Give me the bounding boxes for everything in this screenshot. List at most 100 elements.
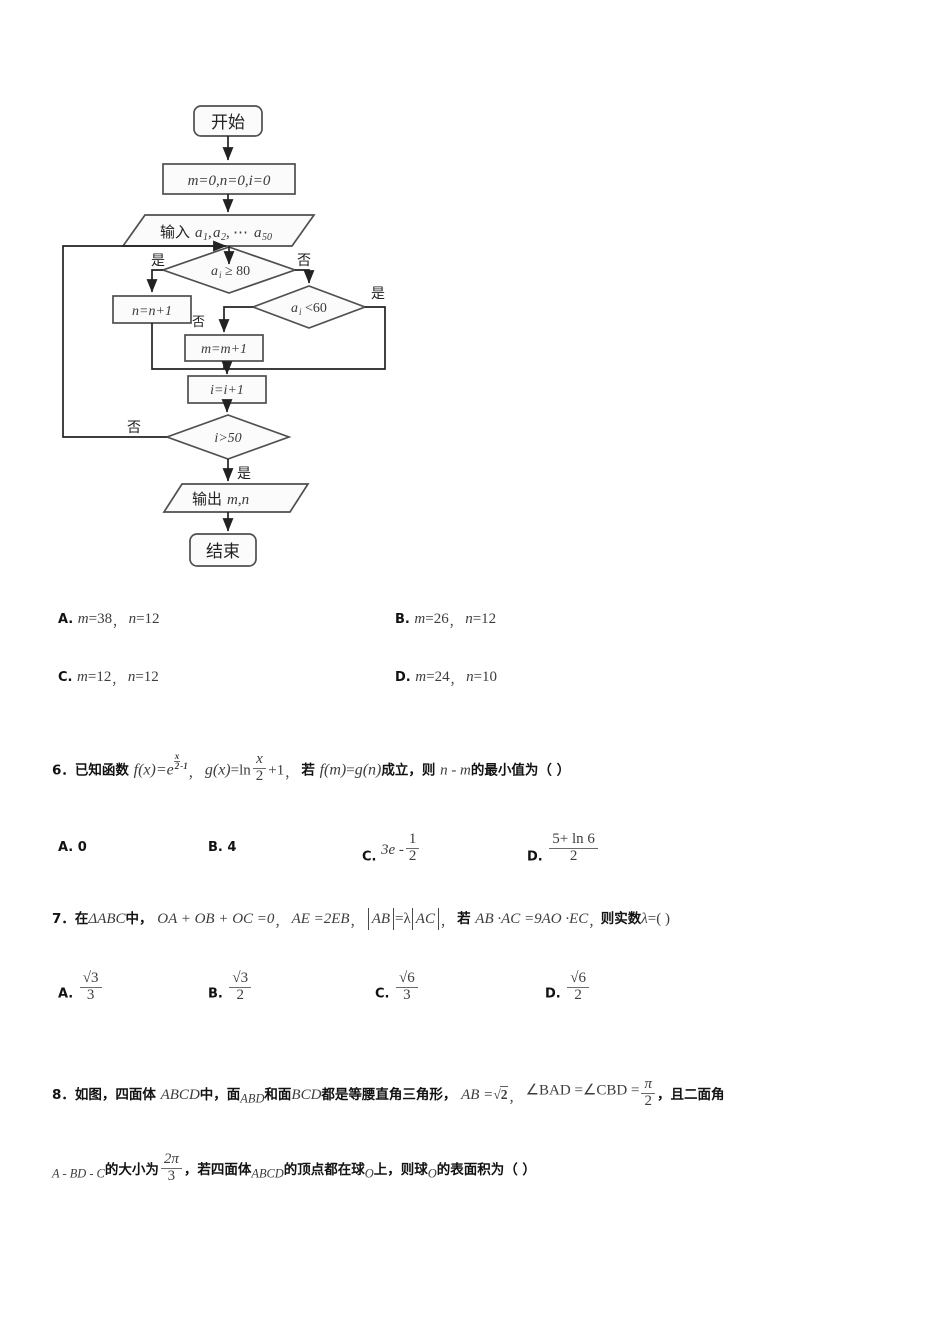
q7-option-b-den: 2 <box>236 986 245 1003</box>
q5-option-b[interactable]: B. m=26， n=12 <box>395 611 496 630</box>
flow-edge-d2-yes <box>229 306 386 370</box>
flow-edge-n-merge <box>151 323 229 370</box>
q7-abs-ac-text: AC <box>415 911 435 927</box>
q5-option-d-n-var: n <box>466 669 474 685</box>
q8-dihedral-den: 3 <box>167 1167 176 1184</box>
q7-option-b-label: B. <box>208 986 223 1002</box>
flowchart-figure: 开始 m=0,n=0,i=0 输入 a 1 , a 2 , ⋯ a 50 a i… <box>55 88 475 578</box>
svg-text:i: i <box>299 307 302 317</box>
q7-expr-3: AB ·AC =9AO ·EC <box>475 911 589 927</box>
q8-line2-part-2: ，若四面体 <box>183 1162 252 1179</box>
q8-face-abd: ABD <box>240 1091 265 1106</box>
q7-option-c-num: √6 <box>396 970 418 988</box>
q7-option-a-den: 3 <box>86 986 95 1003</box>
q5-option-a-label: A. <box>58 612 74 627</box>
q6-f-eq: =e <box>155 761 174 779</box>
svg-text:<60: <60 <box>305 301 327 316</box>
q7-comma-1: ， <box>274 915 287 930</box>
svg-text:a: a <box>195 225 203 241</box>
q5-option-a[interactable]: A. m=38， n=12 <box>58 611 160 630</box>
q6-g-arg: (x) <box>212 761 231 779</box>
q7-abs-eq: =λ <box>395 911 411 927</box>
flow-label-m-increment: m=m+1 <box>201 342 247 357</box>
svg-text:≥ 80: ≥ 80 <box>225 264 250 279</box>
q6-comma-2: ， <box>284 766 297 781</box>
flow-label-i-increment: i=i+1 <box>210 383 244 398</box>
q8-number: 8． <box>52 1087 75 1104</box>
q5-option-d-m-val: =24 <box>426 669 450 685</box>
q8-angle-num: π <box>641 1076 655 1094</box>
svg-text:输出: 输出 <box>192 490 222 508</box>
q8-face-bcd: BCD <box>291 1087 322 1104</box>
flow-label-decision3: i>50 <box>214 431 241 446</box>
svg-text:a: a <box>254 225 262 241</box>
q8-ab-radicand: 2 <box>499 1086 509 1103</box>
q7-comma-3: ， <box>439 915 453 930</box>
q8-line2-part-4: 上，则球 <box>373 1162 428 1179</box>
svg-text:⋯: ⋯ <box>233 225 248 241</box>
q6-g-frac-den: 2 <box>255 768 264 785</box>
svg-text:,: , <box>226 225 230 241</box>
q6-option-a[interactable]: A. 0 <box>58 840 87 855</box>
q7-part-2: 中， <box>125 911 153 927</box>
q6-option-d-num: 5+ ln 6 <box>549 831 598 849</box>
q8-ab-eq: AB = <box>461 1087 494 1104</box>
q5-option-b-n-val: =12 <box>472 611 497 627</box>
flow-decision-a-lt-60 <box>250 285 368 329</box>
q7-part-1: 在 <box>74 911 89 927</box>
q7-number: 7． <box>52 911 75 927</box>
svg-text:i: i <box>219 270 222 280</box>
q6-g-tail: +1 <box>268 762 285 779</box>
flow-label-init: m=0,n=0,i=0 <box>188 173 271 189</box>
q6-g-name: g <box>204 761 213 779</box>
q6-option-a-label: A. <box>58 840 74 855</box>
q7-ruo: 若 <box>457 911 471 927</box>
q5-option-d[interactable]: D. m=24， n=10 <box>395 669 497 688</box>
q6-fm-arg: (m) <box>324 761 347 779</box>
q6-f-arg: (x) <box>138 761 156 779</box>
svg-text:a: a <box>291 301 298 316</box>
q5-option-d-m-var: m <box>415 669 427 685</box>
flow-node-init <box>162 163 296 195</box>
q7-comma-2: ， <box>349 915 363 930</box>
q5-option-c-label: C. <box>58 670 73 685</box>
flow-edge-d3-no <box>62 240 227 438</box>
q6-tail: 的最小值为（ ） <box>470 762 571 779</box>
q6-option-b[interactable]: B. 4 <box>208 840 236 855</box>
q5-option-d-label: D. <box>395 670 411 685</box>
q7-tail-2: =( ) <box>647 911 670 927</box>
q7-abs-ac: AC <box>411 908 439 931</box>
q7-lambda: λ <box>641 911 648 927</box>
q5-option-a-m-val: =38 <box>88 611 113 627</box>
q5-option-c-comma: ， <box>111 673 124 688</box>
q8-sphere-2: O <box>427 1166 437 1181</box>
q6-fm-name: f <box>319 761 325 779</box>
q6-option-c-lead: 3e - <box>381 842 404 859</box>
q5-option-b-comma: ， <box>448 615 461 630</box>
q6-g-eq: =ln <box>230 762 251 779</box>
q5-option-b-n-var: n <box>465 611 473 627</box>
q7-option-d-label: D. <box>545 986 561 1002</box>
q7-option-d-den: 2 <box>574 986 582 1003</box>
q6-nm-expr: n - m <box>440 762 471 779</box>
q8-sphere-1: O <box>364 1166 374 1181</box>
q7-tail: 则实数 <box>600 911 642 927</box>
flow-branch-d2-no: 否 <box>192 315 205 330</box>
q7-expr-2: AE =2EB <box>291 911 350 927</box>
svg-text:1: 1 <box>203 232 208 243</box>
q5-option-b-m-var: m <box>414 611 426 627</box>
q5-option-c[interactable]: C. m=12， n=12 <box>58 669 159 688</box>
q6-chengli: 成立，则 <box>381 762 436 779</box>
